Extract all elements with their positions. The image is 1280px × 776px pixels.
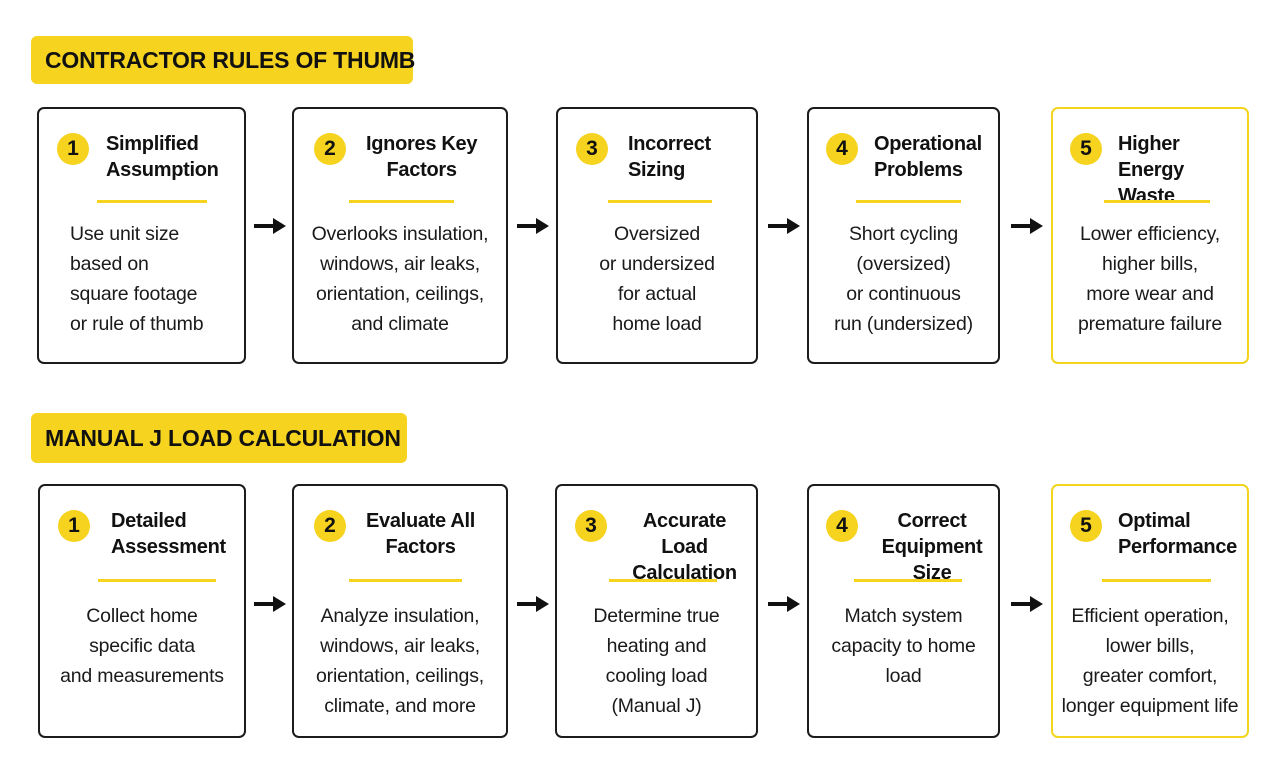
- title-underline: [1104, 200, 1210, 203]
- section-label-rules-of-thumb: CONTRACTOR RULES OF THUMB: [31, 36, 415, 84]
- right-arrow-icon: [516, 216, 550, 236]
- manual-j-step-3-box: 3 Accurate Load Calculation Determine tr…: [555, 484, 758, 738]
- step-title: Correct Equipment Size: [881, 510, 983, 584]
- step-description: Oversized or undersized for actual home …: [599, 223, 715, 335]
- step-title: Evaluate All Factors: [366, 510, 476, 558]
- step-number-badge: 5: [1070, 133, 1102, 165]
- title-underline: [608, 200, 712, 203]
- title-underline: [97, 200, 207, 203]
- step-title: Optimal Performance: [1118, 510, 1237, 558]
- step-number-badge: 2: [314, 510, 346, 542]
- step-title: Simplified Assumption: [106, 133, 219, 181]
- right-arrow-icon: [767, 216, 801, 236]
- step-number-badge: 1: [57, 133, 89, 165]
- title-underline: [856, 200, 961, 203]
- step-description: Analyze insulation, windows, air leaks, …: [316, 605, 484, 717]
- right-arrow-icon: [1010, 216, 1044, 236]
- step-number-badge: 4: [826, 133, 858, 165]
- step-description: Collect home specific data and measureme…: [60, 605, 224, 687]
- title-underline: [349, 200, 454, 203]
- right-arrow-icon: [253, 594, 287, 614]
- right-arrow-icon: [1010, 594, 1044, 614]
- title-underline: [1102, 579, 1211, 582]
- rules-step-1-box: 1 Simplified Assumption Use unit size ba…: [37, 107, 246, 364]
- right-arrow-icon: [516, 594, 550, 614]
- manual-j-step-5-box: 5 Optimal Performance Efficient operatio…: [1051, 484, 1249, 738]
- step-description: Efficient operation, lower bills, greate…: [1061, 605, 1239, 717]
- step-description: Match system capacity to home load: [831, 605, 976, 687]
- step-number-badge: 3: [576, 133, 608, 165]
- step-number-badge: 5: [1070, 510, 1102, 542]
- right-arrow-icon: [767, 594, 801, 614]
- title-underline: [349, 579, 462, 582]
- rules-step-2-box: 2 Ignores Key Factors Overlooks insulati…: [292, 107, 508, 364]
- title-underline: [609, 579, 717, 582]
- title-underline: [854, 579, 962, 582]
- step-number-badge: 3: [575, 510, 607, 542]
- step-title: Higher Energy Waste: [1118, 133, 1185, 207]
- manual-j-step-4-box: 4 Correct Equipment Size Match system ca…: [807, 484, 1000, 738]
- rules-step-3-box: 3 Incorrect Sizing Oversized or undersiz…: [556, 107, 758, 364]
- step-number-badge: 2: [314, 133, 346, 165]
- step-description: Determine true heating and cooling load …: [593, 605, 720, 717]
- step-description: Short cycling (oversized) or continuous …: [834, 223, 973, 335]
- rules-step-4-box: 4 Operational Problems Short cycling (ov…: [807, 107, 1000, 364]
- right-arrow-icon: [253, 216, 287, 236]
- step-title: Detailed Assessment: [111, 510, 226, 558]
- section-label-manual-j: MANUAL J LOAD CALCULATION: [31, 413, 407, 463]
- step-description: Overlooks insulation, windows, air leaks…: [311, 223, 489, 335]
- step-title: Incorrect Sizing: [628, 133, 711, 181]
- rules-step-5-box: 5 Higher Energy Waste Lower efficiency, …: [1051, 107, 1249, 364]
- step-title: Ignores Key Factors: [366, 133, 478, 181]
- manual-j-step-1-box: 1 Detailed Assessment Collect home speci…: [38, 484, 246, 738]
- step-number-badge: 4: [826, 510, 858, 542]
- manual-j-step-2-box: 2 Evaluate All Factors Analyze insulatio…: [292, 484, 508, 738]
- step-description: Lower efficiency, higher bills, more wea…: [1077, 223, 1222, 335]
- title-underline: [98, 579, 216, 582]
- step-title: Accurate Load Calculation: [632, 510, 737, 584]
- step-number-badge: 1: [58, 510, 90, 542]
- step-description: Use unit size based on square footage or…: [70, 223, 204, 335]
- step-title: Operational Problems: [874, 133, 982, 181]
